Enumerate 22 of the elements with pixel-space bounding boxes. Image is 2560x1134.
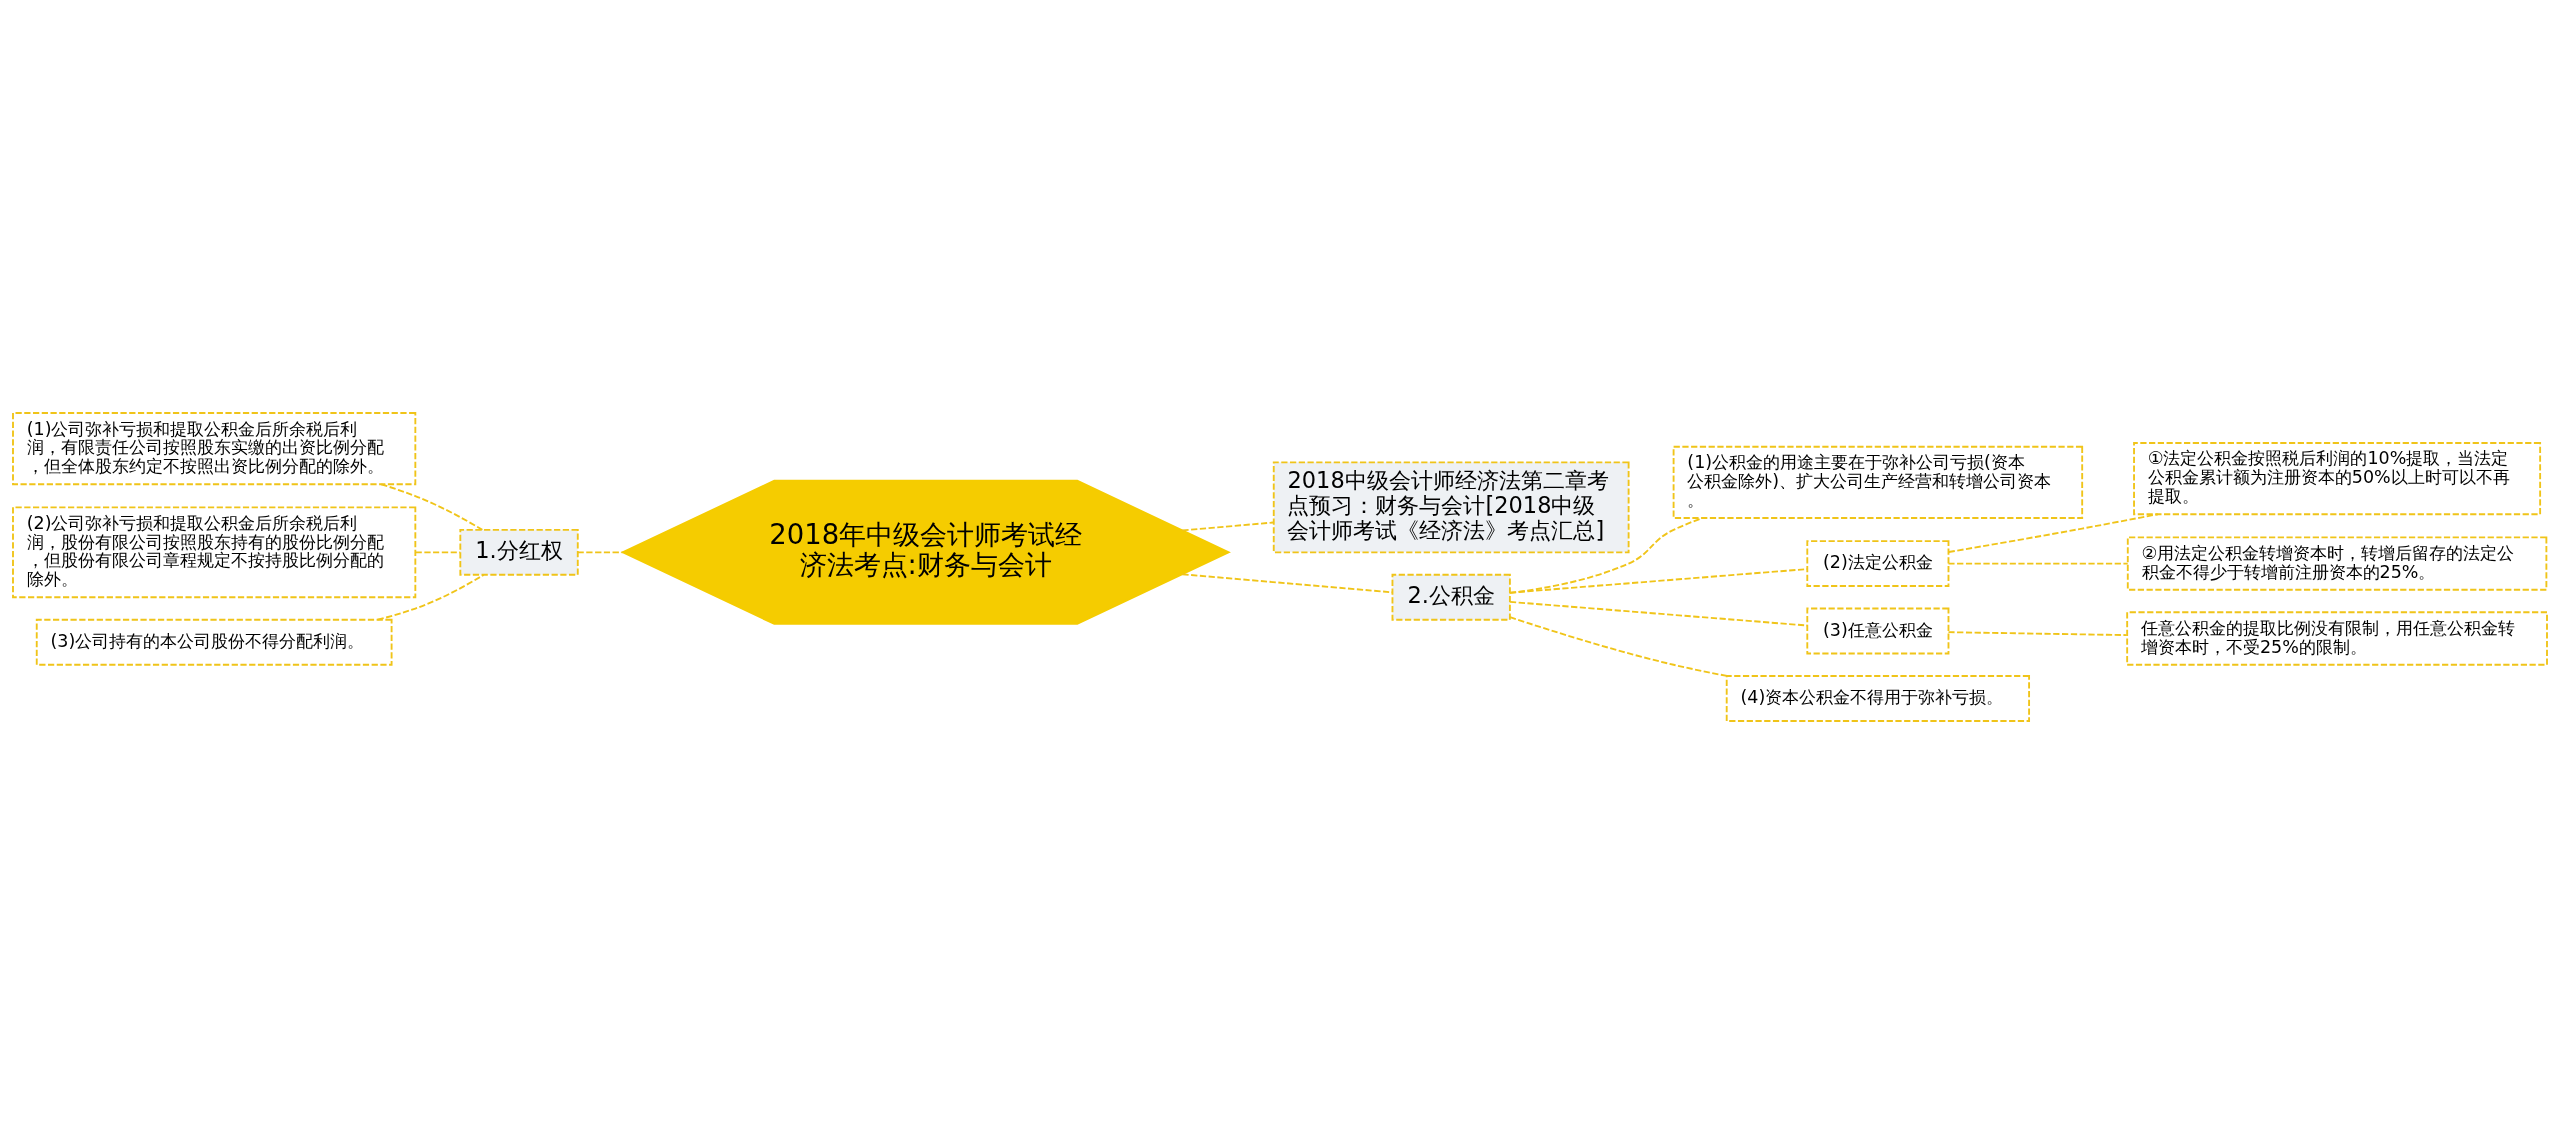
node-box: (4)资本公积金不得用于弥补亏损。 [1725,675,2030,722]
node-box: 1.分红权 [459,528,579,576]
node-box: 2018中级会计师经济法第二章考点预习：财务与会计[2018中级会计师考试《经济法》考点汇总] [1272,461,1630,554]
node-box: (2)公司弥补亏损和提取公积金后所余税后利润，股份有限公司按照股东持有的股份比例分配，但股份有限公司章程规定不按持股比例分配的除外。 [12,506,417,599]
node-box: 2.公积金 [1391,573,1511,621]
node-box: (3)公司持有的本公司股份不得分配利润。 [35,618,393,666]
connector [1947,631,2128,637]
connector [1509,616,1728,677]
connector [1181,521,1275,532]
connector [1509,568,1809,594]
node-box: (3)任意公积金 [1806,607,1950,655]
connector [1947,513,2159,553]
connector [376,573,485,621]
connector [1947,562,2129,565]
node-box: 任意公积金的提取比例没有限制，用任意公积金转增资本时，不受25%的限制。 [2126,611,2548,666]
node-box: ①法定公积金按照税后利润的10%提取，当法定公积金累计额为注册资本的50%以上时可以不再提取。 [2133,442,2542,516]
node-box: (2)法定公积金 [1806,540,1950,587]
connector [576,551,624,554]
node-box: (1)公积金的用途主要在于弥补公司亏损(资本公积金除外)、扩大公司生产经营和转增公司资本。 [1672,445,2084,519]
connector [414,551,462,554]
node-box: (1)公司弥补亏损和提取公积金后所余税后利润，有限责任公司按照股东实缴的出资比例分配，但全体股东约定不按照出资比例分配的除外。 [12,412,417,486]
node-box: ②用法定公积金转增资本时，转增后留存的法定公积金不得少于转增前注册资本的25%。 [2126,536,2548,591]
